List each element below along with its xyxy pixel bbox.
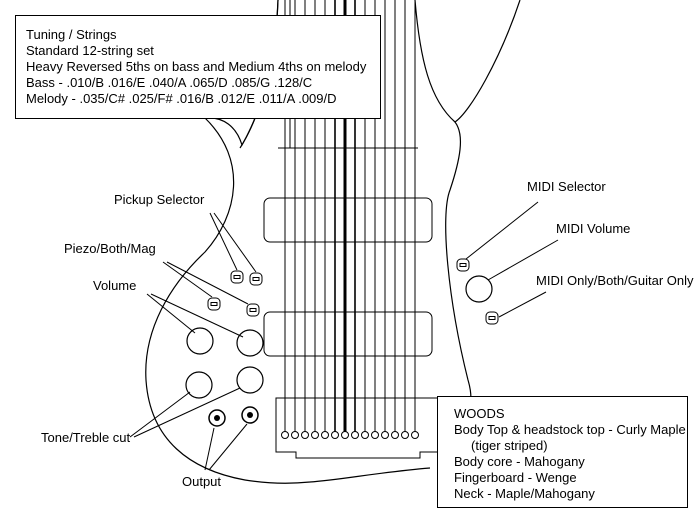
midi-only-both-guitar-switch[interactable] <box>485 311 499 325</box>
woods-line: Body Top & headstock top - Curly Maple <box>454 422 686 437</box>
woods-line: (tiger striped) <box>471 438 548 453</box>
neck-pickup <box>263 197 433 243</box>
tone-treble-cut-label: Tone/Treble cut <box>41 430 131 445</box>
bridge-saddle <box>281 431 289 439</box>
bridge-saddle <box>391 431 399 439</box>
piezo-both-mag-label: Piezo/Both/Mag <box>64 241 156 256</box>
tuning-line: Heavy Reversed 5ths on bass and Medium 4… <box>26 59 367 74</box>
bridge-saddle <box>371 431 379 439</box>
midi-volume-knob[interactable] <box>465 275 493 303</box>
woods-box: WOODS Body Top & headstock top - Curly M… <box>437 396 688 508</box>
tuning-bass-line: Bass - .010/B .016/E .040/A .065/D .085/… <box>26 75 313 90</box>
bridge-saddle <box>321 431 329 439</box>
bridge-saddle <box>351 431 359 439</box>
pickup-selector-switch-1[interactable] <box>230 270 244 284</box>
bridge-saddle <box>291 431 299 439</box>
volume-label: Volume <box>93 278 136 293</box>
tuning-title: Tuning / Strings <box>26 27 117 42</box>
bridge-saddle <box>311 431 319 439</box>
bridge-saddles <box>281 431 419 439</box>
body-outline-right <box>414 0 521 123</box>
midi-only-both-guitar-only-label: MIDI Only/Both/Guitar Only <box>536 273 694 288</box>
midi-volume-label: MIDI Volume <box>556 221 630 236</box>
body-bottom <box>309 467 431 483</box>
midi-selector-label: MIDI Selector <box>527 179 606 194</box>
bridge-saddle <box>341 431 349 439</box>
tuning-line: Standard 12-string set <box>26 43 154 58</box>
tuning-melody-line: Melody - .035/C# .025/F# .016/B .012/E .… <box>26 91 337 106</box>
pickup-selector-switch-2[interactable] <box>249 272 263 286</box>
piezo-mag-switch-1[interactable] <box>207 297 221 311</box>
bridge <box>275 397 439 459</box>
tone-knob-1[interactable] <box>185 371 213 399</box>
woods-line: Neck - Maple/Mahogany <box>454 486 595 501</box>
bridge-saddle <box>411 431 419 439</box>
woods-title: WOODS <box>454 406 505 421</box>
midi-selector-switch[interactable] <box>456 258 470 272</box>
tuning-strings-box: Tuning / Strings Standard 12-string set … <box>15 15 381 119</box>
bridge-saddle <box>361 431 369 439</box>
woods-line: Fingerboard - Wenge <box>454 470 577 485</box>
piezo-mag-switch-2[interactable] <box>246 303 260 317</box>
pickup-selector-label: Pickup Selector <box>114 192 205 207</box>
bridge-saddle <box>331 431 339 439</box>
bridge-saddle <box>381 431 389 439</box>
bridge-saddle <box>401 431 409 439</box>
bridge-saddle <box>301 431 309 439</box>
output-label: Output <box>182 474 221 489</box>
volume-knob-1[interactable] <box>186 327 214 355</box>
body-outline-right-lower <box>445 121 472 421</box>
tone-knob-2[interactable] <box>236 366 264 394</box>
leader-lines <box>129 201 559 471</box>
volume-knob-2[interactable] <box>236 329 264 357</box>
bridge-pickup <box>263 311 433 357</box>
woods-line: Body core - Mahogany <box>454 454 585 469</box>
